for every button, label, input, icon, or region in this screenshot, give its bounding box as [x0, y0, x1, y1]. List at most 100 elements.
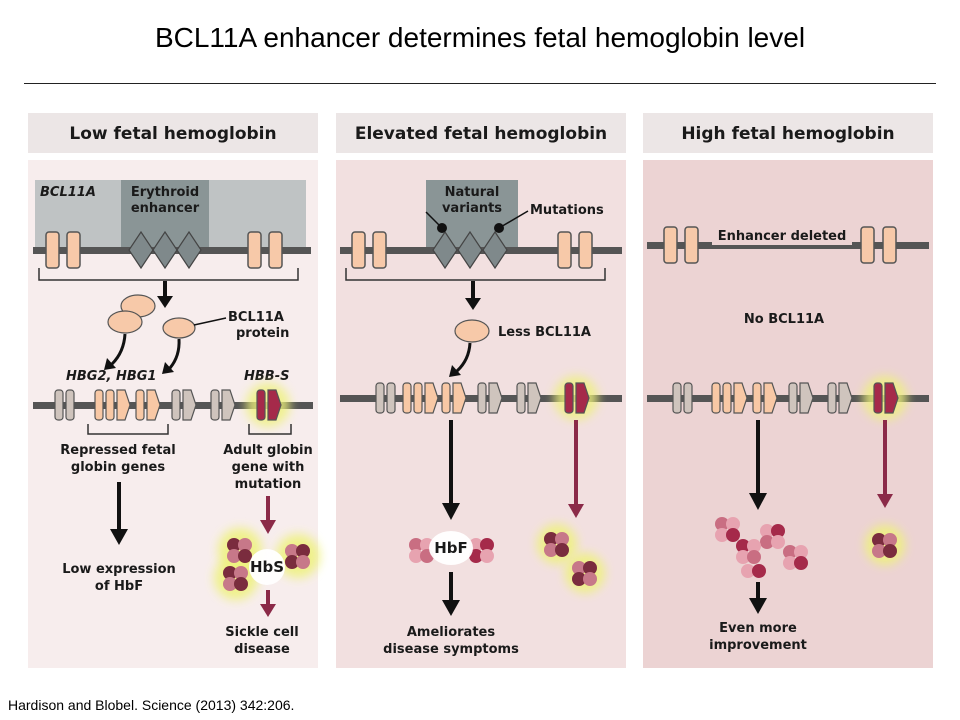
arrow-head: [104, 358, 116, 370]
globin-gene: [171, 389, 181, 421]
hbf-subunit: [715, 517, 729, 531]
hbf-subunit: [715, 528, 729, 542]
exon-group-left: [45, 231, 283, 269]
enhancer-diamonds: [128, 230, 202, 270]
globin-gene: [116, 389, 131, 421]
arrow-head: [260, 520, 276, 534]
enhancer-deleted-label: Enhancer deleted: [718, 229, 847, 244]
panel-low-header-box: [28, 113, 318, 153]
glow: [865, 525, 905, 565]
hbs-subunit: [234, 577, 248, 591]
globin-gene: [94, 389, 104, 421]
globin-gene: [752, 382, 762, 414]
repressed-label-2: globin genes: [71, 460, 165, 475]
hbs-subunit: [572, 572, 586, 586]
low-expression-label-2: of HbF: [95, 579, 143, 594]
curved-arrow: [110, 333, 127, 366]
hbf-subunit: [771, 524, 785, 538]
title-divider: [24, 83, 936, 84]
hbf-subunit: [783, 556, 797, 570]
hbs-subunit: [544, 543, 558, 557]
enhancer-diamond: [482, 230, 508, 270]
globin-gene: [827, 382, 837, 414]
globin-gene: [210, 389, 220, 421]
hbs-label-bg: [249, 549, 285, 585]
adult-gene: [564, 382, 574, 414]
protein-ellipse: [107, 310, 143, 334]
adult-gene: [873, 382, 899, 414]
improvement-label-1: Even more: [719, 621, 797, 636]
adult-gene: [256, 389, 266, 421]
globin-gene: [799, 382, 814, 414]
hbf-molecules-high: [715, 517, 808, 578]
globin-genes-low: [54, 389, 236, 421]
globin-gene: [386, 382, 396, 414]
mutation-pointer: [498, 210, 529, 229]
low-expression-label-1: Low expression: [62, 562, 176, 577]
exon: [45, 231, 60, 269]
hbs-subunit: [872, 533, 886, 547]
glow: [537, 524, 577, 564]
panel-high-header: High fetal hemoglobin: [681, 124, 894, 144]
exon-group: [663, 226, 897, 264]
hbf-subunit: [752, 564, 766, 578]
hbs-subunit: [583, 572, 597, 586]
globin-gene: [182, 389, 197, 421]
sickle-label-2: disease: [234, 642, 290, 657]
hbs-subunit: [583, 561, 597, 575]
curved-arrow: [168, 338, 181, 369]
citation: Hardison and Blobel. Science (2013) 342:…: [8, 697, 295, 713]
bcl11a-locus-label: BCL11A: [40, 185, 96, 200]
globin-gene: [488, 382, 503, 414]
protein-label-2: protein: [236, 326, 289, 341]
hbf-subunit: [480, 538, 494, 552]
globin-locus-bar: [647, 395, 929, 402]
arrow-head: [157, 296, 173, 308]
hbf-subunit: [760, 535, 774, 549]
hbs-subunit: [223, 566, 237, 580]
arrow-head: [877, 494, 893, 508]
hbf-subunit: [726, 528, 740, 542]
hbs-subunit: [872, 544, 886, 558]
globin-gene: [105, 389, 115, 421]
hbs-subunit: [296, 544, 310, 558]
enhancer-diamond: [176, 230, 202, 270]
glow: [214, 556, 258, 600]
enhancer-diamonds: [432, 230, 508, 270]
adult-gene: [575, 382, 590, 414]
panel-high-header-box: [643, 113, 933, 153]
hbf-subunit: [409, 538, 423, 552]
globin-gene: [733, 382, 748, 414]
hbf-subunit: [747, 539, 761, 553]
natural-variants-label-2: variants: [442, 201, 502, 216]
bcl11a-protein: [107, 294, 196, 339]
hbs-subunit: [296, 555, 310, 569]
no-bcl11a-label: No BCL11A: [744, 312, 824, 327]
hbs-subunit: [883, 533, 897, 547]
hbs-subunit: [223, 577, 237, 591]
mutation-pointer: [425, 211, 443, 229]
sickle-label-1: Sickle cell: [225, 625, 298, 640]
ameliorates-label-2: disease symptoms: [383, 642, 519, 657]
fetal-genes-bracket: [87, 424, 169, 435]
globin-gene: [672, 382, 682, 414]
hbs-molecules-reduced: [537, 524, 605, 593]
adult-gene: [884, 382, 899, 414]
arrow-head: [162, 362, 174, 374]
arrow-head: [749, 493, 767, 510]
hbs-subunit: [227, 549, 241, 563]
hbf-subunit: [480, 549, 494, 563]
exon: [557, 231, 572, 269]
exon: [860, 226, 875, 264]
enhancer-deleted-label-bg: [712, 226, 852, 245]
arrow-head: [260, 604, 276, 617]
hbf-subunit: [726, 517, 740, 531]
adult-gene-bracket: [248, 424, 292, 435]
globin-gene: [527, 382, 542, 414]
natural-variants-label-1: Natural: [445, 185, 500, 200]
hbs-molecules: [214, 528, 320, 600]
adult-gene: [267, 389, 282, 421]
globin-gene: [788, 382, 798, 414]
globin-gene: [221, 389, 236, 421]
